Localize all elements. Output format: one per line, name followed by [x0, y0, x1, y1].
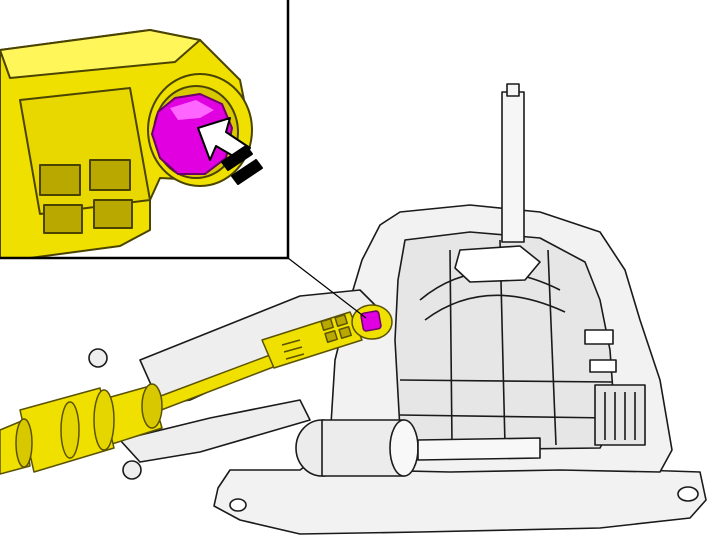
- inset-window-4: [93, 199, 133, 229]
- cable-end-window-2: [334, 313, 348, 327]
- solenoid-rod: [417, 437, 541, 461]
- cable-end-window-4: [338, 325, 352, 339]
- side-block: [594, 384, 646, 446]
- vertical-rib-1: [449, 249, 453, 446]
- cable-end-window-3: [324, 329, 338, 343]
- cable-end-ribs: [281, 339, 305, 360]
- top-detail: [454, 245, 541, 283]
- detail-inset: [0, 0, 290, 260]
- bracket-lower: [119, 399, 311, 463]
- inset-clip-highlight: [170, 100, 214, 120]
- shift-cable: [0, 304, 393, 475]
- bracket-tab-2: [122, 460, 142, 480]
- arrow-bar-1: [221, 145, 253, 171]
- horizontal-rib: [399, 379, 613, 383]
- mount-hole-right: [677, 486, 699, 502]
- side-slot-1: [584, 329, 614, 345]
- side-slot-2: [589, 359, 617, 373]
- lever-tip: [506, 83, 520, 97]
- lever-shaft: [501, 91, 525, 243]
- leader-line: [287, 257, 367, 319]
- inset-window-1: [39, 164, 81, 196]
- abutment-ring: [141, 383, 163, 429]
- inset-window-3: [43, 204, 83, 234]
- solenoid-cap: [389, 419, 419, 477]
- arrow-bar-2: [231, 159, 263, 185]
- side-block-lines: [604, 392, 636, 440]
- mount-hole-left: [229, 498, 247, 512]
- arc-gate-2: [424, 294, 566, 321]
- inset-cable-end: [0, 29, 253, 259]
- lower-rib: [399, 414, 613, 419]
- inset-window-2: [89, 159, 131, 191]
- sleeve-ring-2: [93, 389, 115, 451]
- vertical-rib-3: [547, 249, 557, 446]
- sleeve-ring-1: [60, 401, 80, 459]
- shifter-housing: [88, 83, 707, 535]
- bracket-tab: [88, 348, 108, 368]
- cable-end-window-1: [320, 317, 334, 331]
- sleeve-end-cap: [15, 418, 33, 468]
- retaining-clip-icon: [360, 310, 382, 332]
- push-arrow-icon: [197, 117, 263, 185]
- inset-border: [0, 0, 290, 260]
- inset-rod-top: [0, 29, 201, 79]
